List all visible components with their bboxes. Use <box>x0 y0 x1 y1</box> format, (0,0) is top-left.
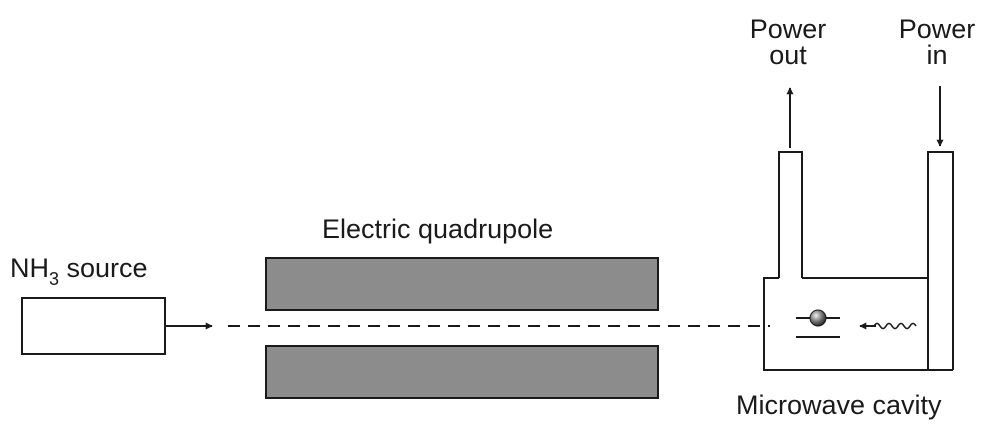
power-out-label-line2: out <box>769 40 807 70</box>
power-in-label-line1: Power <box>899 14 976 44</box>
quadrupole-label: Electric quadrupole <box>322 214 553 244</box>
photon-wave <box>872 322 917 330</box>
source-label: NH3 source <box>10 253 148 289</box>
ammonia-molecule <box>809 309 827 327</box>
quadrupole-plate-bottom <box>265 345 659 399</box>
quadrupole-plate-top <box>265 257 659 311</box>
microwave-cavity <box>763 151 954 371</box>
power-in-label-line2: in <box>926 40 947 70</box>
power-out-label-line1: Power <box>750 14 827 44</box>
cavity-label: Microwave cavity <box>736 390 942 420</box>
source-box <box>21 297 166 355</box>
